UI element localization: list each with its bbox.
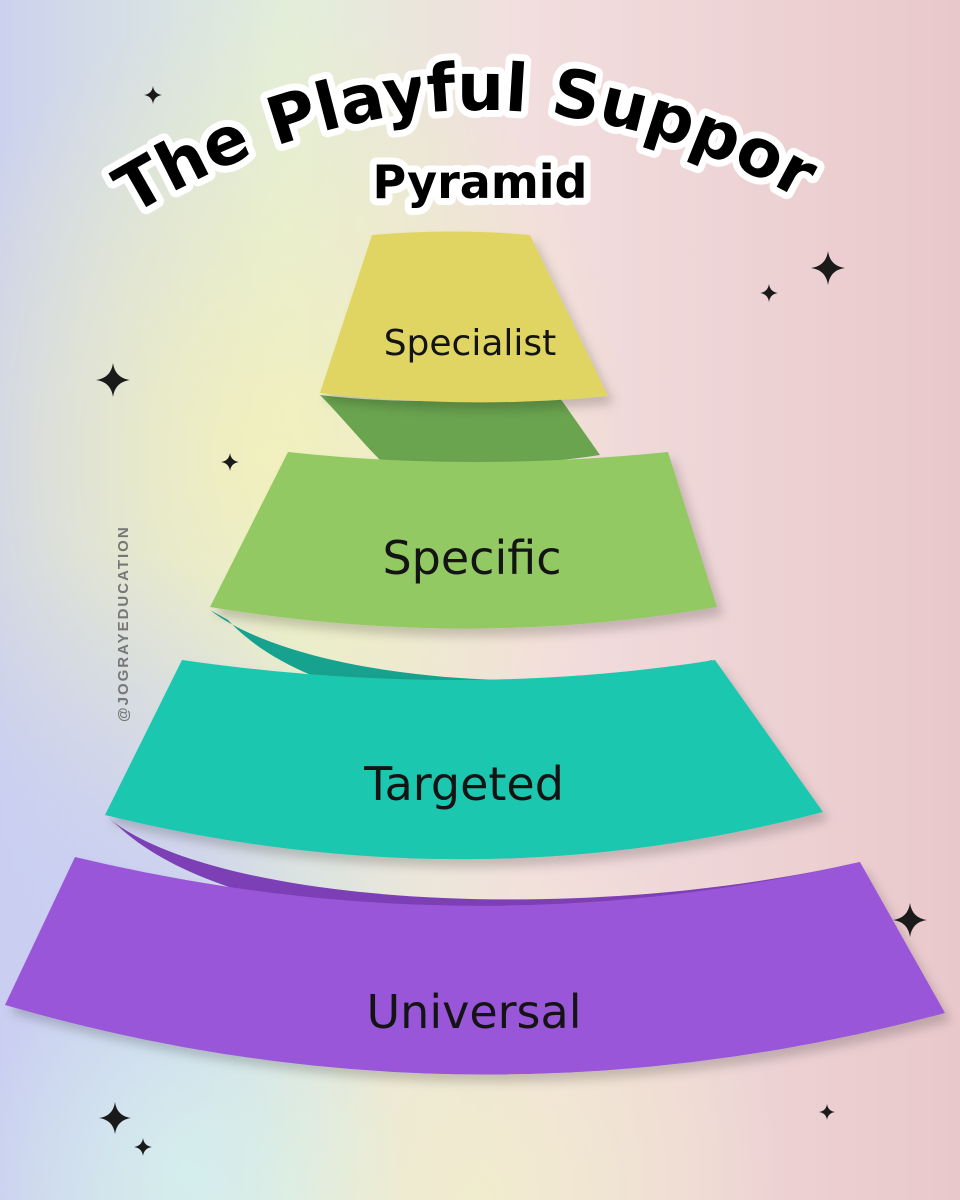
tier-targeted-label: Targeted	[363, 757, 564, 811]
tier-universal-band	[5, 857, 945, 1075]
tier-targeted: Targeted	[105, 610, 823, 860]
tier-specialist-band	[320, 231, 608, 403]
tier-targeted-band	[105, 660, 823, 860]
handle-text: @JOGRAYEDUCATION	[115, 525, 132, 722]
pyramid: Universal Targeted Specific Specialist	[5, 231, 945, 1075]
tier-specific: Specific	[210, 395, 717, 629]
tier-universal: Universal	[5, 815, 945, 1075]
tier-specific-ribbon-fold	[320, 395, 600, 467]
tier-specialist-label: Specialist	[384, 323, 557, 364]
tier-specific-label: Specific	[382, 531, 561, 585]
tier-specialist: Specialist	[320, 231, 608, 403]
title-line-2: Pyramid	[373, 155, 588, 209]
tier-universal-label: Universal	[367, 985, 582, 1039]
tier-specific-band	[210, 452, 717, 629]
